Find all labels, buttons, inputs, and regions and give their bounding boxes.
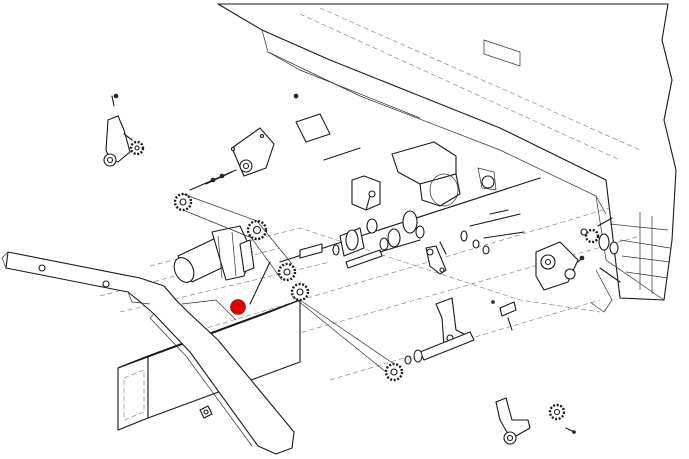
l-arm xyxy=(1,251,295,455)
machine-frame xyxy=(217,3,677,313)
drive-chains xyxy=(182,193,395,373)
sprocket-set xyxy=(129,140,600,421)
right-drive-parts xyxy=(580,217,621,283)
callout-marker xyxy=(230,261,271,315)
motor xyxy=(173,225,255,283)
hopper-guard xyxy=(293,93,497,211)
motor-bracket xyxy=(189,127,275,191)
shaft-assembly xyxy=(279,177,541,269)
linkage-arm xyxy=(425,241,447,275)
red-callout-dot xyxy=(230,299,246,315)
sprocket-right xyxy=(584,228,600,244)
idler-bracket xyxy=(404,297,517,365)
small-bracket-top-left xyxy=(103,93,133,167)
small-bracket-bottom-right xyxy=(495,397,576,445)
bearing-bracket-right xyxy=(535,241,585,291)
